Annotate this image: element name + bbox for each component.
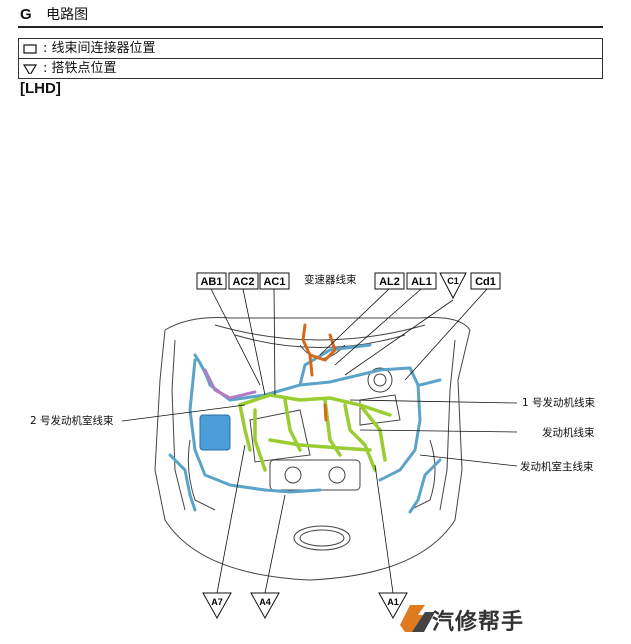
section-letter: G bbox=[20, 6, 32, 23]
connector-ac2: AC2 bbox=[228, 272, 259, 290]
legend-box: : 线束间连接器位置 : 搭铁点位置 bbox=[18, 38, 603, 79]
ground-a4-label: A4 bbox=[259, 597, 271, 607]
ground-a1-label: A1 bbox=[387, 597, 399, 607]
variant-label: [LHD] bbox=[20, 80, 61, 97]
connector-labels: AB1 AC2 AC1 AL2 AL1 Cd1 bbox=[196, 272, 501, 290]
ground-a1: A1 bbox=[378, 592, 408, 620]
callouts: 变速器线束 2 号发动机室线束 1 号发动机线束 发动机线束 发动机室主线束 bbox=[30, 273, 596, 473]
engine-harness bbox=[238, 393, 392, 472]
connector-al2-label: AL2 bbox=[379, 276, 400, 288]
watermark-text: 汽修帮手 bbox=[432, 610, 525, 635]
connector-ac1-label: AC1 bbox=[263, 276, 285, 288]
section-title: 电路图 bbox=[46, 7, 89, 23]
rect-icon bbox=[23, 43, 37, 54]
connector-al1-label: AL1 bbox=[411, 276, 432, 288]
triangle-icon bbox=[23, 63, 37, 74]
connector-al2: AL2 bbox=[374, 272, 405, 290]
ground-points: C1 A7 A4 A1 bbox=[202, 272, 467, 620]
connector-cd1: Cd1 bbox=[470, 272, 501, 290]
connector-cd1-label: Cd1 bbox=[475, 276, 496, 288]
legend-text-ground: : 搭铁点位置 bbox=[43, 61, 117, 76]
legend-text-connector: : 线束间连接器位置 bbox=[43, 41, 156, 56]
page-header: G 电路图 bbox=[20, 4, 88, 24]
callout-engine-harness-1: 1 号发动机线束 bbox=[522, 396, 596, 409]
legend-row-connector: : 线束间连接器位置 bbox=[19, 39, 602, 58]
callout-engine-room-harness-2: 2 号发动机室线束 bbox=[30, 414, 114, 427]
leader-lines bbox=[121, 288, 518, 594]
fuse-box bbox=[199, 414, 231, 451]
connector-ac2-label: AC2 bbox=[232, 276, 254, 288]
ground-a7: A7 bbox=[202, 592, 232, 620]
ground-c1: C1 bbox=[439, 272, 467, 300]
callout-transmission-harness: 变速器线束 bbox=[304, 273, 357, 286]
header-divider bbox=[18, 26, 603, 28]
ground-a7-label: A7 bbox=[211, 597, 223, 607]
vehicle-body-outline bbox=[154, 317, 471, 581]
engine-room-harness-2 bbox=[203, 368, 257, 400]
connector-al1: AL1 bbox=[406, 272, 437, 290]
watermark-logo-icon bbox=[400, 605, 435, 632]
ground-a4: A4 bbox=[250, 592, 280, 620]
transmission-harness bbox=[301, 323, 337, 422]
callout-engine-room-main-harness: 发动机室主线束 bbox=[520, 460, 594, 473]
connector-ab1: AB1 bbox=[196, 272, 227, 290]
connector-ac1: AC1 bbox=[259, 272, 290, 290]
legend-row-ground: : 搭铁点位置 bbox=[19, 58, 602, 78]
callout-engine-harness: 发动机线束 bbox=[542, 426, 595, 439]
ground-c1-label: C1 bbox=[447, 276, 459, 286]
connector-ab1-label: AB1 bbox=[200, 276, 222, 288]
